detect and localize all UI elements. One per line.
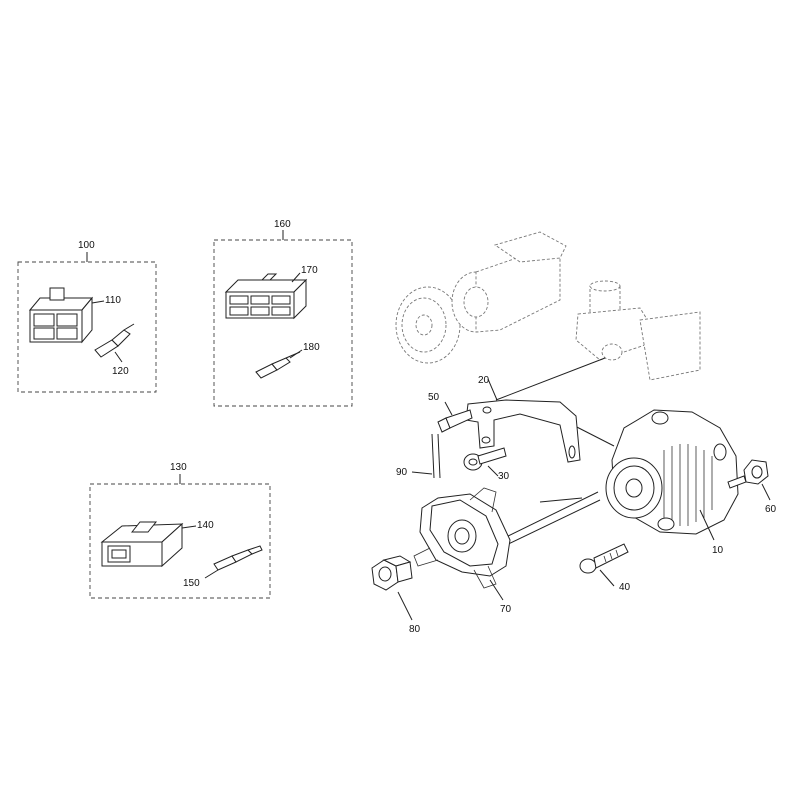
bolt-40 <box>579 543 629 574</box>
callout-100: 100 <box>78 240 95 251</box>
callout-140: 140 <box>197 520 214 531</box>
connector-group-130: 130 140 150 <box>89 462 271 599</box>
callout-10: 10 <box>712 545 724 556</box>
callout-20: 20 <box>478 375 490 386</box>
callout-130: 130 <box>170 462 187 473</box>
callout-90: 90 <box>396 467 408 478</box>
alternator-10 <box>605 409 739 535</box>
callout-50: 50 <box>428 392 440 403</box>
bolt-60 <box>727 459 769 489</box>
v-belt-90 <box>431 433 601 549</box>
belt-line <box>495 357 606 401</box>
connector-housing-170 <box>224 273 308 320</box>
bolt-30 <box>463 447 507 471</box>
terminal-180 <box>255 351 301 379</box>
callout-150: 150 <box>183 578 200 589</box>
nut-80 <box>371 555 413 591</box>
group-100-frame <box>17 261 157 393</box>
bolt-50 <box>437 409 473 433</box>
callout-170: 170 <box>301 265 318 276</box>
group-160-frame <box>213 239 353 407</box>
callout-180: 180 <box>303 342 320 353</box>
connector-group-160: 160 170 180 <box>213 219 353 407</box>
connector-group-100: 100 110 120 <box>17 240 157 393</box>
pulley-70 <box>413 487 511 589</box>
callout-120: 120 <box>112 366 129 377</box>
connector-housing-140 <box>100 521 184 568</box>
terminal-150 <box>213 545 263 571</box>
callout-110: 110 <box>105 295 121 306</box>
callout-40: 40 <box>619 582 631 593</box>
callout-160: 160 <box>274 219 291 230</box>
terminal-120 <box>94 323 135 358</box>
callout-60: 60 <box>765 504 777 515</box>
callout-30: 30 <box>498 471 510 482</box>
bracket-20 <box>465 399 581 463</box>
connector-housing-110 <box>28 287 94 344</box>
engine-background <box>395 231 701 381</box>
callout-70: 70 <box>500 604 512 615</box>
callout-80: 80 <box>409 624 421 635</box>
